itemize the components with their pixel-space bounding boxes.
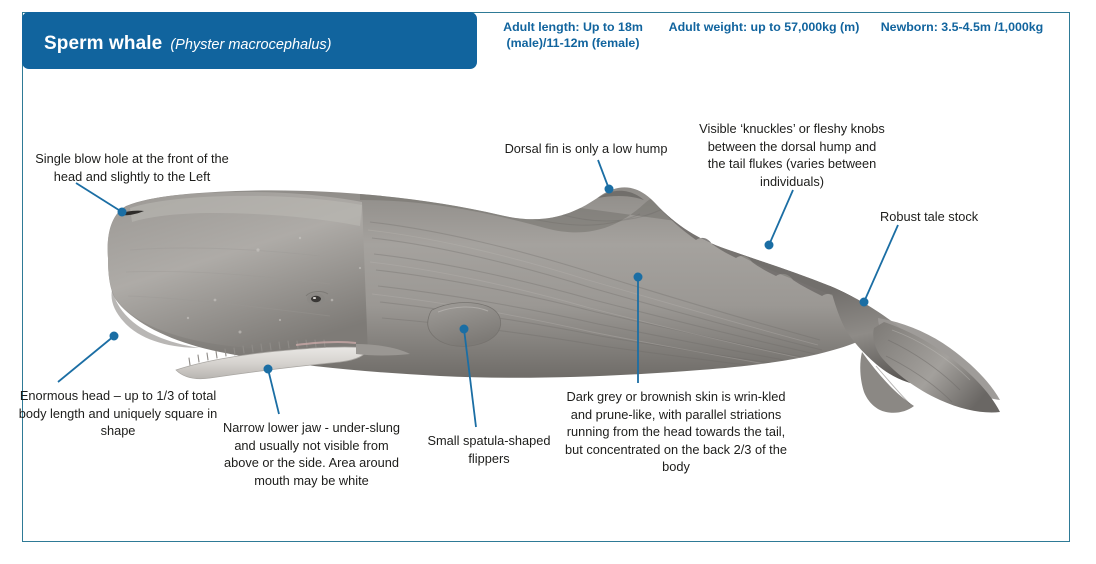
leader-lines	[57, 159, 899, 428]
callout-blowhole: Single blow hole at the front of the hea…	[35, 151, 229, 184]
stat-adult-length: Adult length: Up to 18m (male)/11-12m (f…	[503, 20, 643, 50]
stat-newborn: Newborn: 3.5-4.5m /1,000kg	[880, 20, 1044, 34]
leader-flippers	[459, 324, 477, 428]
blow-hole	[121, 210, 144, 216]
callout-enormous-head: Enormous head – up to 1/3 of total body …	[18, 388, 218, 438]
callout-tail-stock: Robust tale stock	[880, 209, 979, 224]
eye	[305, 291, 329, 305]
title-banner: Sperm whale (Physter macrocephalus)	[22, 12, 477, 69]
stat-adult-weight: Adult weight: up to 57,000kg (m)	[668, 20, 860, 34]
callout-lower-jaw: Narrow lower jaw - under-slung and usual…	[222, 420, 401, 488]
scientific-name: (Physter macrocephalus)	[170, 37, 332, 53]
whale-body	[107, 187, 1000, 413]
leader-skin	[633, 272, 643, 383]
callout-flippers: Small spatula-shaped flippers	[427, 433, 551, 466]
leader-knuckles	[764, 189, 794, 250]
leader-blowhole	[75, 182, 127, 217]
callout-knuckles: Visible ‘knuckles’ or fleshy knobs betwe…	[699, 121, 885, 189]
leader-tail-stock	[859, 224, 899, 307]
title-wrapper: Sperm whale (Physter macrocephalus)	[44, 33, 331, 55]
callout-skin: Dark grey or brownish skin is wrin-kled …	[565, 389, 787, 474]
leader-enormous-head	[57, 331, 119, 383]
leader-dorsal-fin	[597, 159, 614, 194]
leader-lower-jaw	[263, 364, 280, 415]
page-title: Sperm whale	[44, 33, 163, 54]
callout-dorsal-fin: Dorsal fin is only a low hump	[504, 141, 668, 156]
